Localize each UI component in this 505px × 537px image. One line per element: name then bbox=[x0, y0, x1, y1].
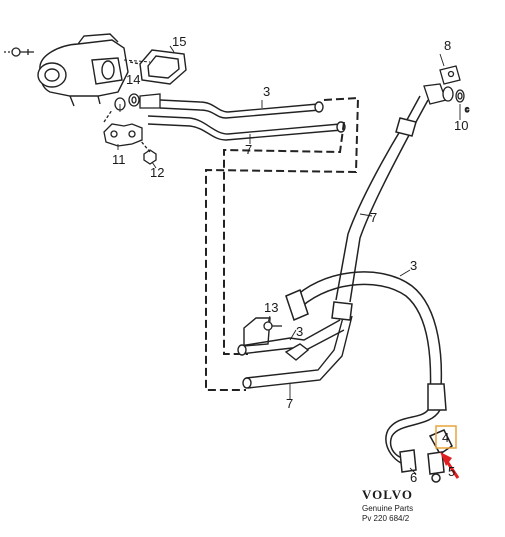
pump-housing bbox=[37, 33, 129, 107]
label-3-top: 3 bbox=[263, 84, 270, 99]
hose-7-vertical bbox=[331, 95, 429, 321]
fitting-8-10: c bbox=[423, 65, 470, 115]
fitting-lower bbox=[385, 409, 453, 483]
label-7-low: 7 bbox=[286, 396, 293, 411]
bolt-12 bbox=[139, 139, 157, 165]
label-3-right: 3 bbox=[410, 258, 417, 273]
dashed-routing bbox=[205, 96, 360, 391]
pipe-lower-left bbox=[237, 313, 353, 389]
red-arrow-icon bbox=[440, 452, 460, 479]
label-7-mid: 7 bbox=[370, 210, 377, 225]
hose-3-main bbox=[285, 271, 447, 411]
label-7-top: 7 bbox=[245, 142, 252, 157]
pipe-top-assembly bbox=[147, 99, 346, 141]
label-8: 8 bbox=[444, 38, 451, 53]
label-3-low: 3 bbox=[296, 324, 303, 339]
label-15: 15 bbox=[172, 34, 186, 49]
gasket bbox=[129, 49, 187, 85]
label-14: 14 bbox=[126, 72, 140, 87]
brand-logo: VOLVO bbox=[362, 487, 413, 502]
bolt-13 bbox=[263, 321, 282, 331]
bracket-11 bbox=[103, 109, 143, 147]
brand-subtitle: Genuine Parts bbox=[362, 504, 413, 513]
label-13: 13 bbox=[264, 300, 278, 315]
brand-code: Pv 220 684/2 bbox=[362, 514, 410, 523]
label-4: 4 bbox=[442, 430, 449, 445]
svg-text:c: c bbox=[465, 105, 469, 114]
leader-lines bbox=[117, 53, 461, 475]
label-6: 6 bbox=[410, 470, 417, 485]
label-11: 11 bbox=[112, 152, 126, 167]
label-12: 12 bbox=[150, 165, 164, 180]
highlight-box bbox=[435, 425, 457, 449]
label-10: 10 bbox=[454, 118, 468, 133]
bolt-left bbox=[2, 47, 34, 57]
fitting-14 bbox=[114, 93, 161, 111]
label-5: 5 bbox=[448, 464, 455, 479]
